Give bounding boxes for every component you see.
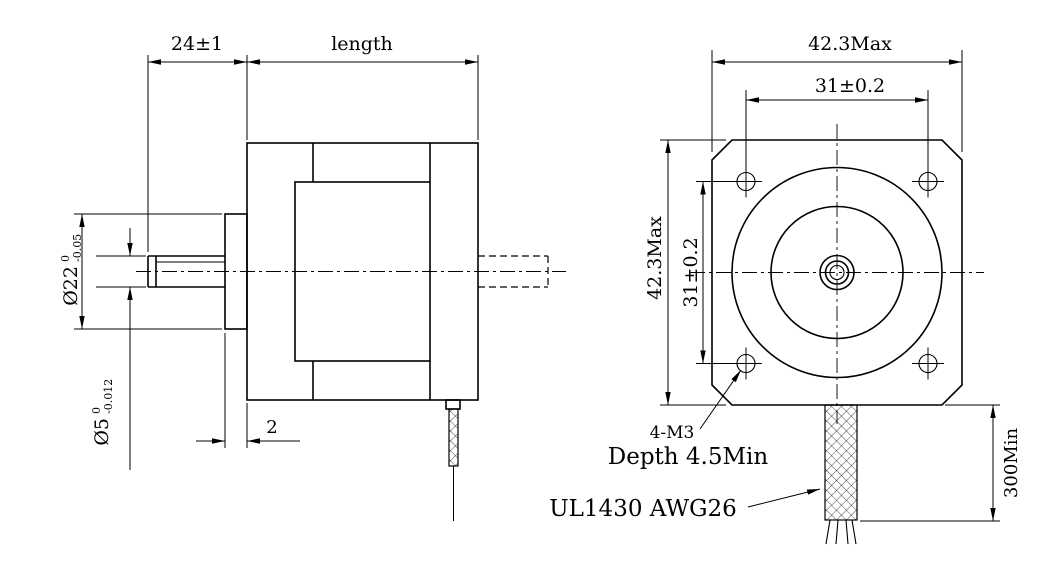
- dim-boss-protrusion: 2: [196, 333, 300, 448]
- front-view: 42.3Max 31±0.2 42.3Max 31±0.2: [549, 33, 1022, 545]
- dim-front-length: 24±1: [147, 33, 248, 252]
- dim-hole-spacing-vertical-text: 31±0.2: [680, 237, 702, 307]
- mount-hole-bottom-right: [912, 347, 944, 380]
- dim-boss-diameter-label: Ø22 0 -0.05: [59, 234, 84, 306]
- leader-line: [747, 488, 821, 508]
- dim-overall-height-label: 42.3Max: [644, 216, 666, 300]
- dim-overall-height-text: 42.3Max: [644, 216, 666, 300]
- boss-diameter-tol-lower: -0.05: [71, 234, 84, 262]
- callout-mount-holes-line1: 4-M3: [650, 423, 695, 443]
- dim-lead-wire-length-text: 300Min: [1001, 428, 1022, 499]
- wire-strand: [835, 519, 839, 545]
- dim-overall-height: 42.3Max: [644, 139, 726, 406]
- callout-mount-holes-line2: Depth 4.5Min: [608, 444, 769, 470]
- side-lead-wire: [445, 399, 461, 521]
- dim-front-length-label: 24±1: [171, 33, 223, 55]
- boss-diameter-tol-upper: 0: [59, 255, 72, 262]
- wire-strand: [845, 519, 849, 545]
- callout-mount-holes: 4-M3 Depth 4.5Min: [608, 369, 769, 470]
- shaft-diameter-tol-upper: 0: [90, 407, 103, 414]
- dim-body-length-label: length: [331, 33, 393, 55]
- dim-lead-wire-length-label: 300Min: [1001, 428, 1022, 499]
- mount-hole-top-left: [730, 165, 762, 198]
- stator-stack-outline: [294, 181, 431, 362]
- wire-bundle-hatched: [824, 404, 858, 521]
- front-face-outline: [711, 139, 963, 406]
- boss-diameter-value: Ø22: [60, 266, 82, 306]
- dim-lead-wire-length: 300Min: [860, 404, 1022, 522]
- rear-shaft-hidden: [478, 255, 549, 288]
- lead-wire-bundle: [824, 404, 858, 545]
- dim-shaft-diameter-label: Ø5 0 -0.012: [90, 379, 115, 446]
- dim-hole-spacing-horizontal-label: 31±0.2: [815, 75, 885, 97]
- mount-hole-bottom-left: [730, 347, 762, 380]
- wire-sleeve-hatched: [448, 408, 459, 467]
- motor-body-side: [147, 142, 479, 401]
- dim-boss-diameter: Ø22 0 -0.05: [59, 213, 222, 330]
- pilot-boss: [224, 213, 248, 330]
- wire-strand: [851, 519, 857, 545]
- shaft-diameter-tol-lower: -0.012: [102, 379, 115, 414]
- leader-line: [699, 369, 742, 430]
- side-view: 24±1 length Ø22 0 -0.05 Ø5 0: [59, 33, 566, 521]
- shaft-diameter-value: Ø5: [91, 418, 113, 446]
- callout-lead-wire: UL1430 AWG26: [549, 488, 821, 522]
- dim-hole-spacing-vertical: 31±0.2: [680, 181, 730, 364]
- dim-hole-spacing-vertical-label: 31±0.2: [680, 237, 702, 307]
- dim-overall-width: 42.3Max: [711, 33, 963, 152]
- mount-hole-top-right: [912, 165, 944, 198]
- dim-overall-width-label: 42.3Max: [808, 33, 892, 55]
- callout-lead-wire-label: UL1430 AWG26: [549, 496, 736, 522]
- dim-body-length: length: [247, 33, 479, 140]
- dim-boss-protrusion-label: 2: [266, 417, 277, 438]
- dim-hole-spacing-horizontal: 31±0.2: [745, 75, 929, 170]
- dim-shaft-diameter: Ø5 0 -0.012: [90, 228, 146, 470]
- wire-strand: [825, 519, 831, 545]
